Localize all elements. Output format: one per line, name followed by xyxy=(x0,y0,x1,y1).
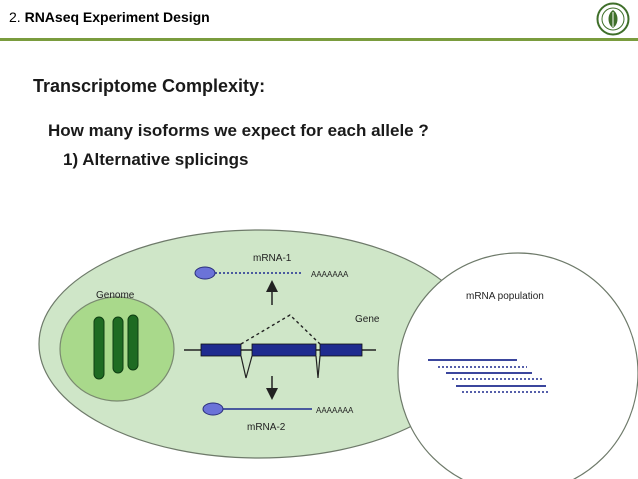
slide-title: 2. RNAseq Experiment Design xyxy=(9,9,210,25)
mrna-2-label: mRNA-2 xyxy=(247,422,286,433)
gene-structure xyxy=(184,314,376,379)
section-heading: Transcriptome Complexity: xyxy=(33,76,266,96)
cap-icon xyxy=(194,266,216,280)
mrna-1 xyxy=(194,266,302,280)
question-text: How many isoforms we expect for each all… xyxy=(48,121,429,140)
gene-label: Gene xyxy=(355,314,380,325)
cap-icon xyxy=(202,402,224,416)
splice-junction-skip xyxy=(240,314,321,345)
slide-header: 2. RNAseq Experiment Design xyxy=(0,0,638,38)
mrna-2 xyxy=(202,402,312,416)
exon-3 xyxy=(319,343,363,357)
splice-junction-2 xyxy=(315,355,321,379)
slide-title-text: RNAseq Experiment Design xyxy=(24,9,210,25)
genome-label: Genome xyxy=(96,290,135,301)
exon-1 xyxy=(200,343,242,357)
header-divider xyxy=(0,38,638,41)
mrna-population-lines xyxy=(428,359,550,393)
splice-junction-1 xyxy=(240,355,253,379)
slide-number: 2. xyxy=(9,9,21,25)
mrna-1-label: mRNA-1 xyxy=(253,253,292,264)
polya-tail-1: AAAAAAA xyxy=(311,270,349,279)
subpoint-text: 1) Alternative splicings xyxy=(63,150,249,169)
exon-2 xyxy=(251,343,317,357)
mrna-population-label: mRNA population xyxy=(466,291,544,302)
polya-tail-2: AAAAAAA xyxy=(316,406,354,415)
mrna-population-circle xyxy=(397,252,638,479)
institution-logo-icon xyxy=(596,2,630,36)
chromosomes-icon xyxy=(93,314,139,380)
